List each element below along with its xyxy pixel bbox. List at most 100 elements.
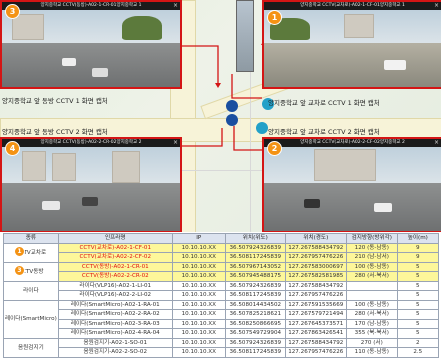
cctv-marker-icon[interactable]: [226, 100, 238, 112]
lng-cell: 127.267957476226: [284, 290, 347, 301]
camera-panel-4[interactable]: 양지중학교 CCTV(동방)-A02-2-CR-02양지중학교 2 × 4: [0, 137, 182, 232]
lng-cell: 127.267957476226: [284, 347, 347, 358]
camera-road: [264, 183, 441, 231]
lat-cell: 36.507924326839: [224, 242, 286, 253]
camera-car: [42, 201, 60, 210]
camera-title: 양지중학교 CCTV(교차로)-A02-1-CF-01양지중학교 1: [264, 2, 441, 10]
header-lat: 위치(위도): [224, 233, 286, 244]
direction-cell: 120 (동-남동): [345, 242, 398, 253]
cctv-marker-icon[interactable]: [262, 98, 274, 110]
camera-car: [92, 68, 108, 77]
lng-cell: 127.267645373571: [284, 318, 347, 329]
height-cell: 5: [396, 309, 439, 320]
infra-name-cell: 음원검지기-A02-1-SO-01: [57, 337, 173, 348]
group-label: 라이다: [23, 287, 39, 294]
direction-cell: 110 (동-남동): [345, 347, 398, 358]
label-right-cctv2: 양지중학교 앞 교차로 CCTV 2 화면 캡처: [268, 128, 380, 136]
camera-panel-1[interactable]: 양지중학교 CCTV(교차로)-A02-1-CF-01양지중학교 1 × 1: [262, 0, 441, 89]
camera-building: [314, 149, 376, 181]
height-cell: 5: [396, 271, 439, 282]
infra-name-cell: CCTV(교차로)-A02-2-CF-02: [57, 252, 173, 263]
ip-cell: 10.10.10.XX: [171, 318, 226, 329]
panel-number-badge: 1: [267, 10, 282, 25]
camera-title: 양지중학교 CCTV(동방)-A02-1-CR-01양지중학교 1: [2, 2, 180, 10]
infra-name-cell: 레이다(SmartMicro)-A02-3-RA-03: [57, 318, 173, 329]
camera-tree: [270, 18, 310, 40]
height-cell: 5: [396, 299, 439, 310]
lng-cell: 127.267957476226: [284, 252, 347, 263]
infra-name-cell: CCTV(교차로)-A02-1-CF-01: [57, 242, 173, 253]
group-label: 레이다(SmartMicro): [5, 316, 57, 322]
camera-building: [22, 151, 46, 181]
infra-name-cell: CCTV(동방)-A02-2-CR-02: [57, 271, 173, 282]
lat-cell: 36.507945488175: [224, 271, 286, 282]
camera-car: [384, 60, 406, 70]
lng-cell: 127.267591535669: [284, 299, 347, 310]
height-cell: 5: [396, 280, 439, 291]
lat-cell: 36.508117245839: [224, 290, 286, 301]
lng-cell: 127.267583000697: [284, 261, 347, 272]
ip-cell: 10.10.10.XX: [171, 252, 226, 263]
label-left-cctv1: 양지중학교 앞 동방 CCTV 1 화면 캡처: [2, 97, 108, 105]
lng-cell: 127.267588434792: [284, 337, 347, 348]
lng-cell: 127.267582581985: [284, 271, 347, 282]
infra-name-cell: 레이다(SmartMicro)-A02-2-RA-02: [57, 309, 173, 320]
camera-building: [112, 151, 140, 183]
camera-panel-2[interactable]: 양지중학교 CCTV(교차로)-A02-2-CF-02양지중학교 2 × 2: [262, 137, 441, 232]
panel-number-badge: 3: [5, 4, 20, 19]
ip-cell: 10.10.10.XX: [171, 337, 226, 348]
infra-name-cell: 레이다(SmartMicro)-A02-1-RA-01: [57, 299, 173, 310]
lat-cell: 36.507825218621: [224, 309, 286, 320]
camera-building: [344, 14, 374, 38]
lat-cell: 36.508117245839: [224, 252, 286, 263]
lat-cell: 36.508014434502: [224, 299, 286, 310]
group-label: 음원검지기: [18, 344, 44, 351]
header-direction: 검지방향(방위각): [345, 233, 398, 244]
close-icon[interactable]: ×: [172, 139, 178, 146]
height-cell: 5: [396, 290, 439, 301]
table-row: 레이다(SmartMicro)레이다(SmartMicro)-A02-1-RA-…: [3, 299, 439, 339]
close-icon[interactable]: ×: [433, 139, 439, 146]
camera-road: [2, 183, 180, 231]
cctv-marker-icon[interactable]: [256, 122, 268, 134]
group-label: CCTV동방: [18, 268, 44, 275]
height-cell: 5: [396, 261, 439, 272]
close-icon[interactable]: ×: [172, 2, 178, 9]
camera-car: [82, 197, 98, 206]
lng-cell: 127.267579721494: [284, 309, 347, 320]
direction-cell: 280 (서-북서): [345, 309, 398, 320]
camera-tree: [122, 16, 162, 40]
group-number-badge: 1: [14, 245, 25, 257]
camera-panel-3[interactable]: 양지중학교 CCTV(동방)-A02-1-CR-01양지중학교 1 × 3: [0, 0, 182, 89]
lat-cell: 36.508250866695: [224, 318, 286, 329]
camera-car: [62, 58, 76, 66]
group-label: CCTV교차로: [15, 249, 47, 256]
direction-cell: [345, 290, 398, 301]
height-cell: 2: [396, 337, 439, 348]
lat-cell: 36.507549729904: [224, 328, 286, 339]
camera-title: 양지중학교 CCTV(동방)-A02-2-CR-02양지중학교 2: [2, 139, 180, 147]
lat-cell: 36.507967143052: [224, 261, 286, 272]
ip-cell: 10.10.10.XX: [171, 328, 226, 339]
ip-cell: 10.10.10.XX: [171, 261, 226, 272]
group-cell: 레이다(SmartMicro): [3, 299, 59, 339]
direction-cell: 210 (남-남서): [345, 252, 398, 263]
pole-photo: [236, 0, 254, 72]
direction-cell: 170 (남-남동): [345, 318, 398, 329]
map-view[interactable]: 양지중학교 앞 동방 CCTV 1 화면 캡처 양지중학교 앞 동방 CCTV …: [0, 0, 441, 232]
lng-cell: 127.267588434792: [284, 242, 347, 253]
close-icon[interactable]: ×: [433, 2, 439, 9]
direction-cell: 100 (동-남동): [345, 261, 398, 272]
lat-cell: 36.507924326839: [224, 337, 286, 348]
infra-name-cell: 라이다(VLP16)-A02-1-LI-01: [57, 280, 173, 291]
direction-cell: 100 (동-남동): [345, 299, 398, 310]
cctv-marker-icon[interactable]: [226, 114, 238, 126]
infra-name-cell: CCTV(동방)-A02-1-CR-01: [57, 261, 173, 272]
lng-cell: 127.267863426541: [284, 328, 347, 339]
